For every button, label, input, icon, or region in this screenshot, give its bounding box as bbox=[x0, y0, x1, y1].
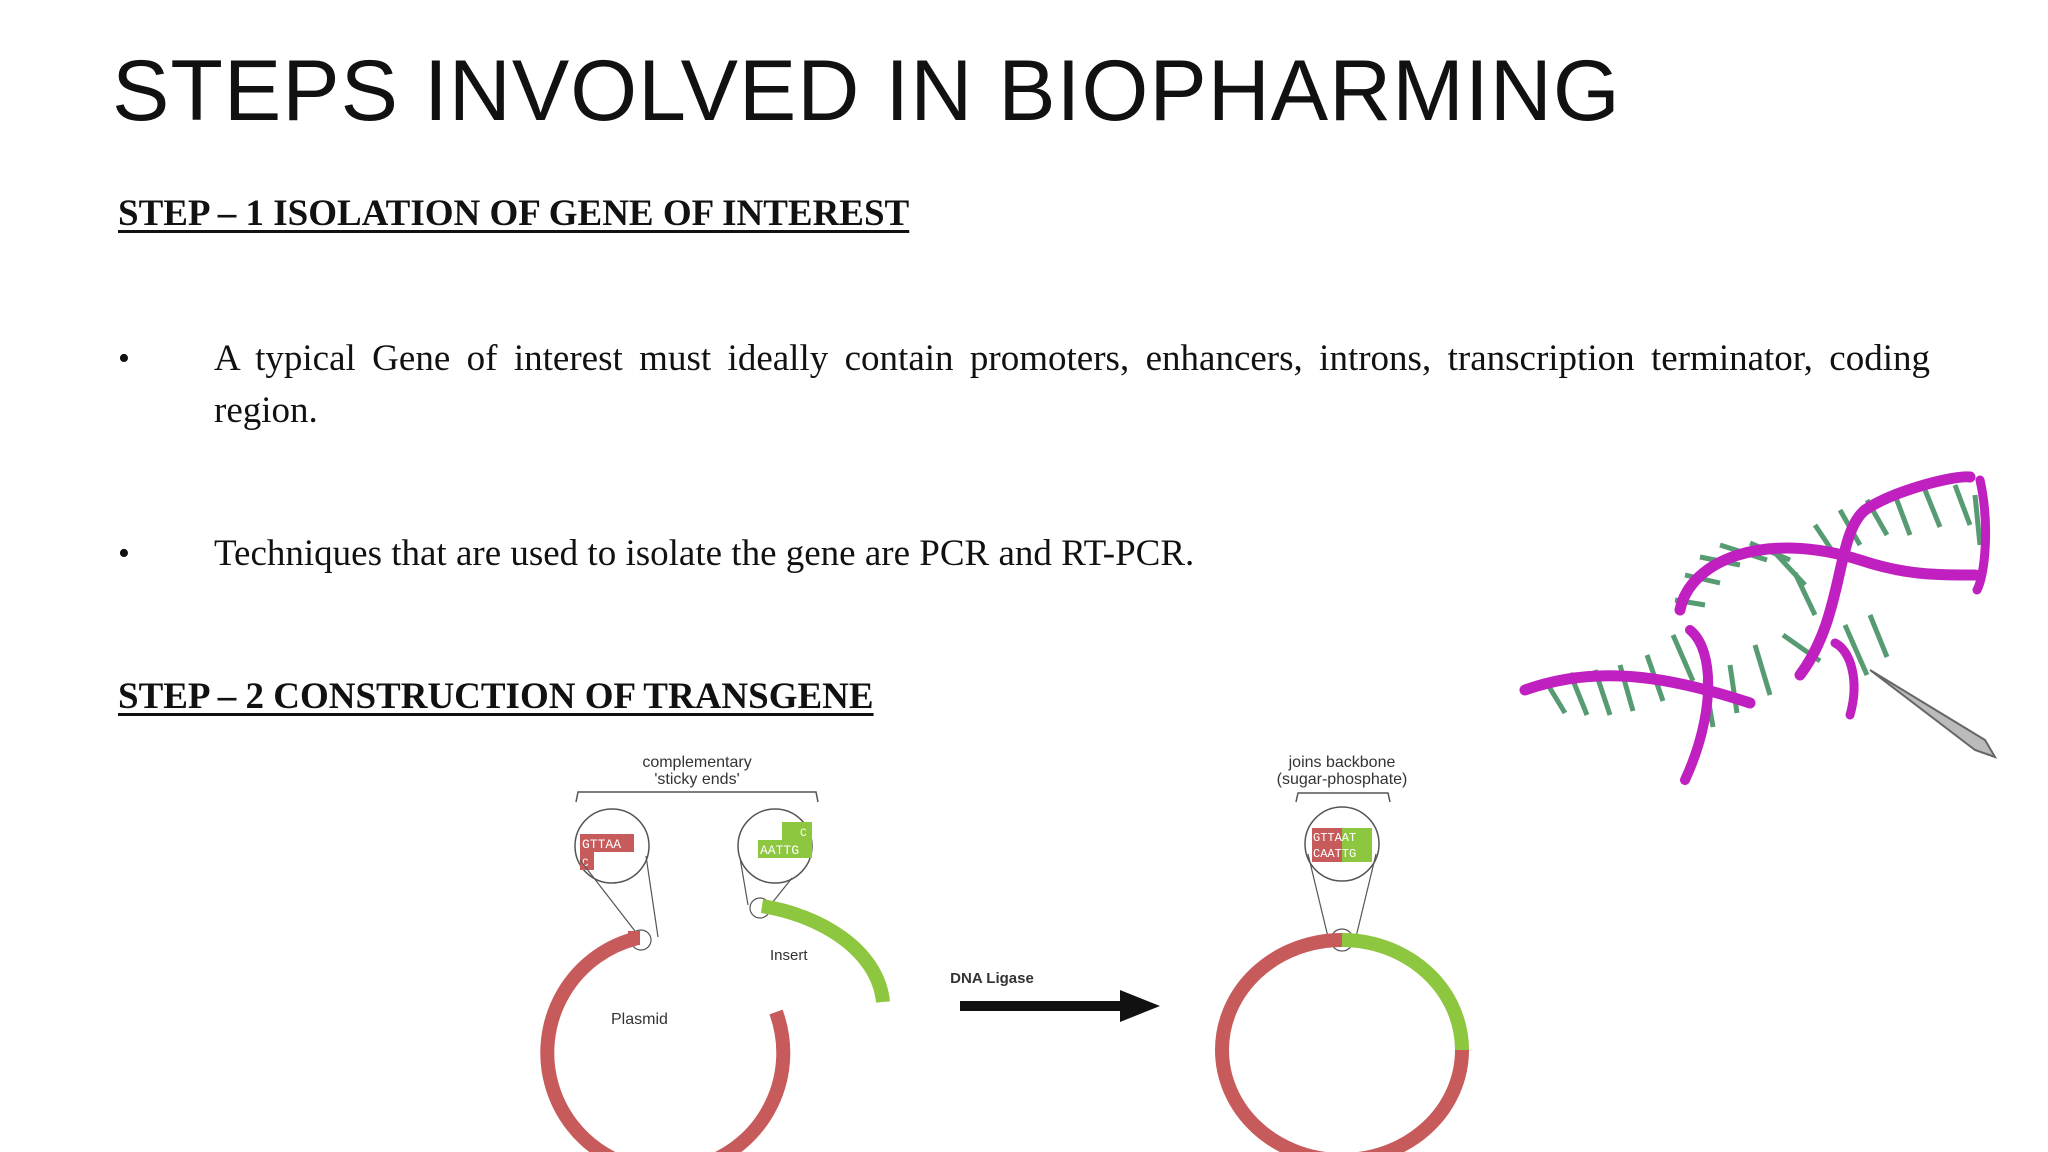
transgene-construction-diagram: complementary 'sticky ends' GTTAA C AATT… bbox=[540, 754, 1469, 1152]
sticky-ends-brace bbox=[575, 791, 819, 803]
dna-base-pairs bbox=[1542, 484, 1983, 728]
bullet-text: Techniques that are used to isolate the … bbox=[214, 533, 1195, 574]
sticky-ends-label-2: 'sticky ends' bbox=[654, 771, 739, 788]
joined-seq-top: GTTAAT bbox=[1313, 831, 1356, 845]
slide-title: STEPS INVOLVED IN BIOPHARMING bbox=[112, 43, 1621, 139]
open-plasmid bbox=[540, 931, 791, 1152]
dna-strand-3 bbox=[1680, 625, 1714, 785]
bullet-marker: • bbox=[118, 535, 130, 572]
bullet-marker: • bbox=[118, 340, 130, 377]
insert-seq: AATTG bbox=[760, 843, 799, 858]
scissors-blade bbox=[1869, 669, 1998, 759]
step2-heading: STEP – 2 CONSTRUCTION OF TRANSGENE bbox=[118, 676, 874, 717]
dna-strand-2 bbox=[1674, 542, 1981, 616]
insert-fragment bbox=[760, 899, 890, 1004]
sticky-ends-label-1: complementary bbox=[642, 754, 751, 771]
dna-strand-6 bbox=[1830, 638, 1859, 720]
joined-seq-bottom: CAATTG bbox=[1313, 847, 1356, 861]
insert-label: Insert bbox=[770, 947, 808, 964]
plasmid-seq-block bbox=[580, 834, 634, 852]
dna-helix-image bbox=[1519, 471, 1998, 785]
recombinant-plasmid-green bbox=[1341, 933, 1469, 1051]
plasmid-seq-side: C bbox=[582, 858, 589, 870]
backbone-label-1: joins backbone bbox=[1288, 754, 1396, 771]
step1-heading: STEP – 1 ISOLATION OF GENE OF INTEREST bbox=[118, 193, 910, 234]
plasmid-label: Plasmid bbox=[611, 1011, 668, 1028]
insert-seq-side: C bbox=[800, 828, 807, 840]
backbone-label-2: (sugar-phosphate) bbox=[1277, 771, 1408, 788]
dna-strand-4 bbox=[1794, 471, 1976, 681]
recombinant-plasmid-red bbox=[1215, 933, 1469, 1152]
plasmid-seq-top: GTTAA bbox=[582, 837, 621, 852]
dna-strand-1 bbox=[1519, 670, 1756, 709]
backbone-brace bbox=[1295, 792, 1391, 803]
bullet-text: A typical Gene of interest must ideally … bbox=[214, 338, 1930, 431]
insert-seq-block bbox=[758, 840, 812, 858]
dna-ligase-label: DNA Ligase bbox=[950, 970, 1034, 987]
dna-ligase-arrow bbox=[960, 990, 1160, 1022]
dna-strand-5 bbox=[1972, 475, 1991, 595]
